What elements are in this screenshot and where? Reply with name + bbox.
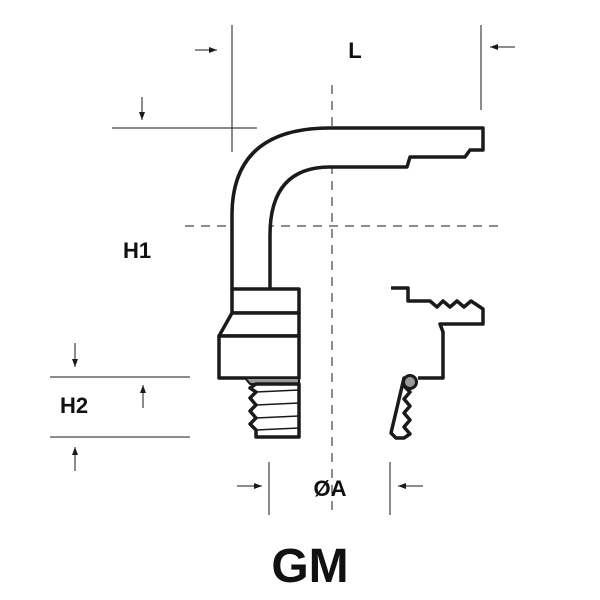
ferrule	[230, 287, 301, 315]
model-title: GM	[271, 540, 348, 593]
dimension-lines	[50, 25, 515, 515]
seal-profile	[389, 286, 485, 440]
fitting-body	[217, 126, 485, 439]
label-diameter-a: ØA	[314, 476, 347, 501]
section-detail	[389, 286, 485, 440]
bent-tube	[230, 126, 485, 290]
o-ring	[402, 374, 418, 390]
hex-nut	[217, 334, 301, 380]
label-h2: H2	[60, 393, 88, 418]
label-l: L	[348, 38, 361, 63]
thread-lines	[255, 389, 300, 431]
hex-chamfer	[217, 311, 301, 338]
label-h1: H1	[123, 238, 151, 263]
